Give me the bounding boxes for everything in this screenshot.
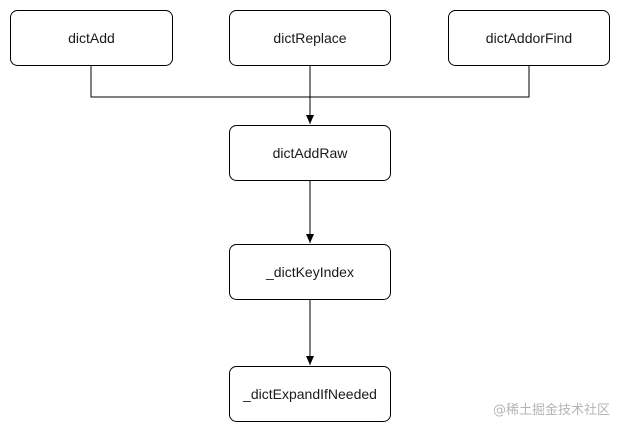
node-dictaddorfind-label: dictAddorFind (486, 30, 572, 46)
node-dictadd: dictAdd (10, 10, 173, 66)
node-dictexpandifneeded-label: _dictExpandIfNeeded (242, 386, 377, 402)
node-dictkeyindex: _dictKeyIndex (229, 244, 391, 300)
edge-dictadd-to-merge (90, 66, 310, 98)
node-dictaddorfind: dictAddorFind (448, 10, 610, 66)
node-dictexpandifneeded: _dictExpandIfNeeded (229, 366, 391, 422)
node-dictkeyindex-label: _dictKeyIndex (265, 264, 354, 280)
edges (90, 66, 530, 365)
node-dictreplace: dictReplace (229, 10, 391, 66)
node-dictreplace-label: dictReplace (273, 30, 346, 46)
edge-dictaddorfind-to-merge (310, 66, 530, 98)
node-dictaddraw-label: dictAddRaw (273, 145, 349, 161)
watermark: @稀土掘金技术社区 (492, 403, 610, 418)
node-dictadd-label: dictAdd (68, 30, 115, 46)
node-dictaddraw: dictAddRaw (229, 125, 391, 181)
